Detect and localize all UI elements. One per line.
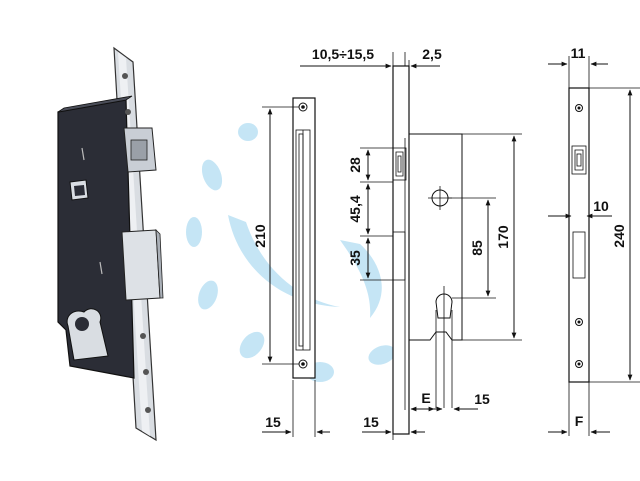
handle-spacing-label: 45,4 <box>347 195 363 222</box>
bolt-spacing-label: 35 <box>347 250 363 266</box>
faceplate-height-label: 240 <box>611 224 627 248</box>
handle-to-cylinder-label: 85 <box>469 240 485 256</box>
front-view-drawing: 210 15 <box>252 97 330 437</box>
f-dimension-label: F <box>575 413 584 429</box>
side-view-drawing: 10,5÷15,5 2,5 28 45,4 35 85 170 15 E 15 <box>300 46 522 440</box>
cylinder-width-label: 15 <box>474 391 490 407</box>
faceplate-thickness-label: 2,5 <box>422 46 442 62</box>
backset-range-label: 10,5÷15,5 <box>312 46 374 62</box>
mortise-lock-3d-illustration <box>57 46 164 442</box>
right-view-drawing: 11 240 10 F <box>548 45 640 436</box>
watermark-logo <box>186 123 396 382</box>
bolt-width-label: 10 <box>593 198 609 214</box>
latch-spacing-label: 28 <box>347 157 363 173</box>
top-width-label: 11 <box>571 45 586 61</box>
cylinder-offset-label: E <box>421 390 430 406</box>
front-height-label: 210 <box>252 224 268 248</box>
front-width-label: 15 <box>265 414 281 430</box>
faceplate-width-label: 15 <box>363 414 379 430</box>
body-height-label: 170 <box>495 225 511 249</box>
